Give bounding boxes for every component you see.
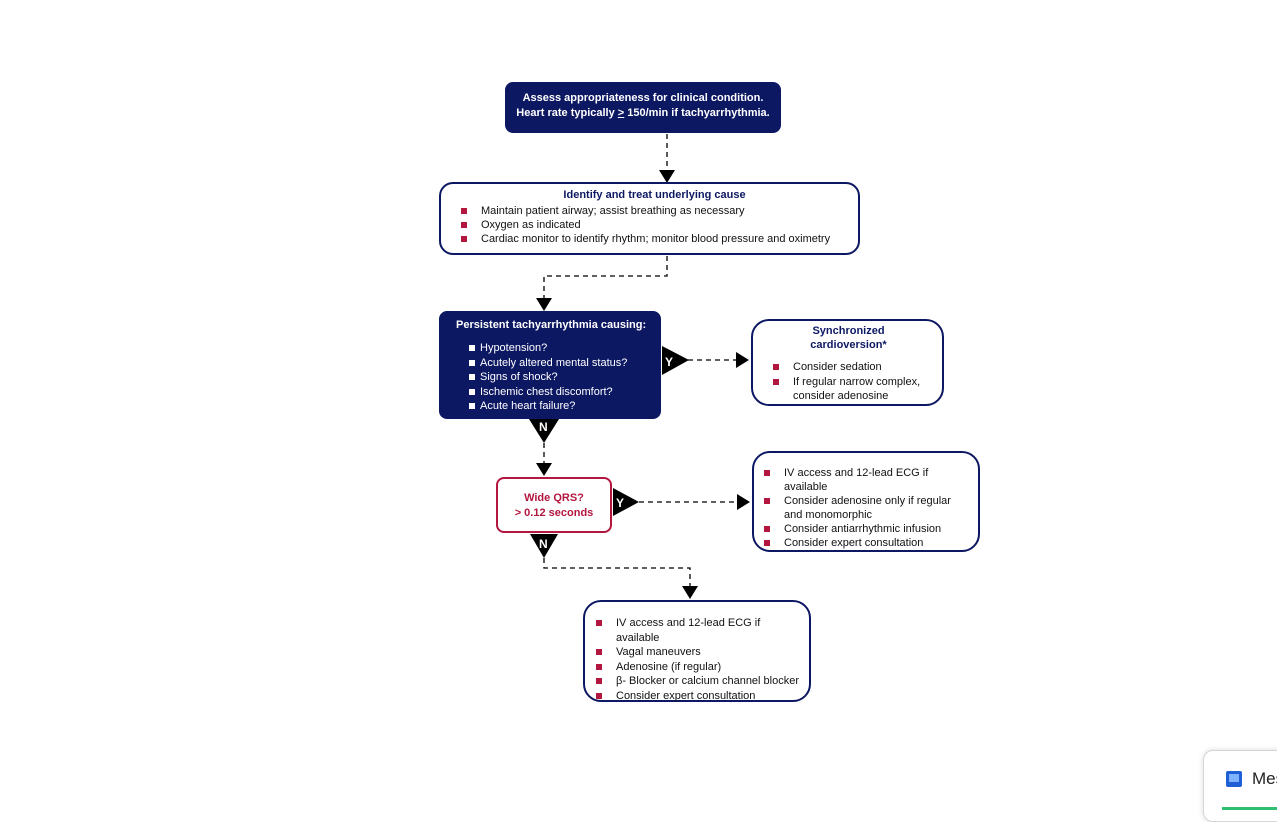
identify-list: Maintain patient airway; assist breathin… [461, 204, 848, 246]
sync-list: Consider sedation If regular narrow comp… [773, 360, 934, 404]
connector-identify-persistent [543, 256, 668, 298]
yes-label-persistent: Y [665, 355, 673, 369]
list-item: IV access and 12-lead ECG if available [596, 616, 803, 645]
identify-box: Identify and treat underlying cause Main… [439, 182, 860, 255]
list-item: Consider expert consultation [764, 536, 972, 550]
list-item: Consider expert consultation [596, 689, 803, 704]
arrowhead-to-identify [659, 170, 675, 183]
list-item: Vagal maneuvers [596, 645, 803, 660]
list-item: Ischemic chest discomfort? [439, 385, 653, 400]
list-item: Cardiac monitor to identify rhythm; moni… [461, 232, 848, 246]
list-item: Signs of shock? [439, 370, 653, 385]
sync-box: Synchronized cardioversion* Consider sed… [751, 319, 944, 406]
assess-line-2-pre: Heart rate typically [516, 107, 618, 119]
no-marker-persistent [529, 419, 559, 443]
list-item: β- Blocker or calcium channel blocker [596, 674, 803, 689]
arrowhead-to-persistent [536, 298, 552, 311]
list-item: Consider sedation [773, 360, 934, 375]
messages-popup[interactable]: Mes [1203, 750, 1277, 822]
no-label-wide: N [539, 537, 548, 551]
list-item: Acute heart failure? [439, 399, 653, 414]
connector-wide-narrow [543, 558, 691, 586]
no-label-persistent: N [539, 420, 548, 434]
wide-qrs-line-2: > 0.12 seconds [514, 507, 594, 519]
arrowhead-to-wide-yes [737, 494, 750, 510]
assess-line-2: Heart rate typically > 150/min if tachya… [505, 106, 781, 121]
identify-title: Identify and treat underlying cause [563, 189, 746, 201]
narrow-list: IV access and 12-lead ECG if available V… [596, 616, 803, 703]
assess-ge-symbol: > [617, 107, 625, 119]
list-item: Consider antiarrhythmic infusion [764, 522, 972, 536]
popup-progress-accent [1222, 807, 1277, 810]
persistent-title: Persistent tachyarrhythmia causing: [456, 319, 647, 331]
list-item: Maintain patient airway; assist breathin… [461, 204, 848, 218]
narrow-box: IV access and 12-lead ECG if available V… [583, 600, 811, 702]
wide-qrs-line-1: Wide QRS? [524, 492, 584, 504]
list-item: Consider adenosine only if regular and m… [764, 494, 972, 522]
no-marker-wide [530, 534, 558, 558]
persistent-box: Persistent tachyarrhythmia causing: Hypo… [439, 311, 661, 419]
yes-marker-wide [613, 488, 639, 516]
persistent-list: Hypotension? Acutely altered mental stat… [439, 341, 653, 414]
arrowhead-to-sync [736, 352, 749, 368]
list-item: IV access and 12-lead ECG if available [764, 466, 972, 494]
list-item: Adenosine (if regular) [596, 660, 803, 675]
list-item: Hypotension? [439, 341, 653, 356]
assess-box: Assess appropriateness for clinical cond… [505, 82, 781, 133]
list-item: Acutely altered mental status? [439, 356, 653, 371]
sync-title-2: cardioversion* [810, 339, 887, 351]
yes-label-wide: Y [616, 496, 624, 510]
app-icon [1226, 771, 1242, 787]
arrowhead-to-narrow [682, 586, 698, 599]
assess-line-1: Assess appropriateness for clinical cond… [522, 92, 764, 104]
assess-line-2-post: 150/min if tachyarrhythmia. [624, 107, 770, 119]
arrowhead-to-wide [536, 463, 552, 476]
wide-yes-list: IV access and 12-lead ECG if available C… [764, 466, 972, 550]
list-item: Oxygen as indicated [461, 218, 848, 232]
sync-title-1: Synchronized [812, 325, 885, 337]
yes-marker-persistent [662, 346, 689, 375]
wide-qrs-box: Wide QRS? > 0.12 seconds [496, 477, 612, 533]
popup-label: Mes [1252, 769, 1277, 788]
list-item: If regular narrow complex, consider aden… [773, 375, 934, 404]
wide-yes-box: IV access and 12-lead ECG if available C… [752, 451, 980, 552]
